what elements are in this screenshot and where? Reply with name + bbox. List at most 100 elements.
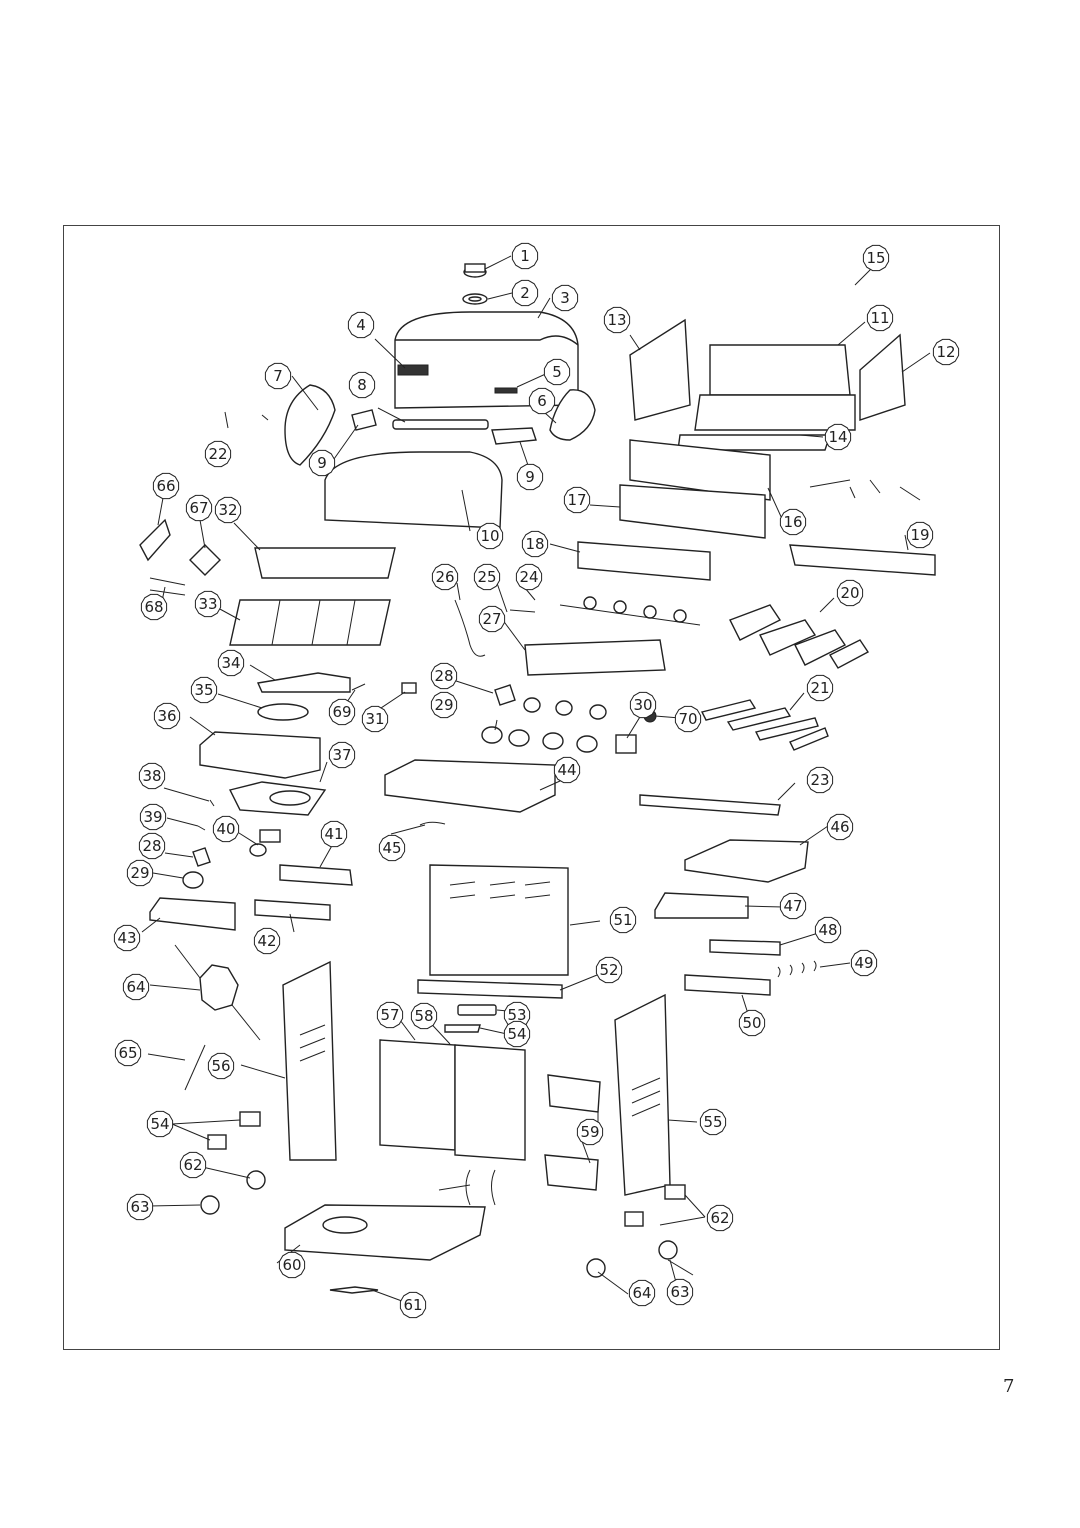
callout-number: 64 (126, 978, 145, 996)
callout-number: 69 (332, 703, 351, 721)
callout-57: 57 (376, 1001, 404, 1029)
callout-bubble (378, 834, 406, 862)
callout-number: 28 (434, 667, 453, 685)
callout-45: 45 (378, 834, 406, 862)
callout-bubble (473, 563, 501, 591)
callout-6: 6 (528, 387, 556, 415)
callout-number: 16 (783, 513, 802, 531)
callout-bubble (430, 691, 458, 719)
callout-bubble (515, 563, 543, 591)
callout-number: 9 (525, 468, 535, 486)
callout-22: 22 (204, 440, 232, 468)
callout-number: 44 (557, 761, 576, 779)
callout-63: 63 (126, 1193, 154, 1221)
callout-bubble (253, 927, 281, 955)
callout-bubble (563, 486, 591, 514)
callout-13: 13 (603, 306, 631, 334)
callout-62: 62 (706, 1204, 734, 1232)
callout-number: 9 (317, 454, 327, 472)
callout-bubble (217, 649, 245, 677)
callout-number: 8 (357, 376, 367, 394)
callout-bubble (214, 496, 242, 524)
callout-number: 59 (580, 1123, 599, 1141)
callout-2: 2 (511, 279, 539, 307)
callout-number: 29 (434, 696, 453, 714)
callout-3: 3 (551, 284, 579, 312)
callout-number: 21 (810, 679, 829, 697)
callout-47: 47 (779, 892, 807, 920)
callout-35: 35 (190, 676, 218, 704)
callout-8: 8 (348, 371, 376, 399)
callout-bubble (410, 1002, 438, 1030)
callout-bubble (779, 508, 807, 536)
callout-21: 21 (806, 674, 834, 702)
callout-number: 53 (507, 1006, 526, 1024)
callout-number: 70 (678, 710, 697, 728)
callout-41: 41 (320, 820, 348, 848)
callout-bubble (126, 859, 154, 887)
callout-number: 15 (866, 249, 885, 267)
callout-number: 2 (520, 284, 530, 302)
callout-number: 66 (156, 477, 175, 495)
callout-7: 7 (264, 362, 292, 390)
callout-bubble (348, 371, 376, 399)
callout-number: 39 (143, 808, 162, 826)
callout-bubble (779, 892, 807, 920)
callout-bubble (320, 820, 348, 848)
callout-28: 28 (138, 832, 166, 860)
callout-bubble (628, 1279, 656, 1307)
callout-19: 19 (906, 521, 934, 549)
callout-12: 12 (932, 338, 960, 366)
callout-number: 40 (216, 820, 235, 838)
callout-bubble (212, 815, 240, 843)
callout-27: 27 (478, 605, 506, 633)
callout-24: 24 (515, 563, 543, 591)
callout-number: 6 (537, 392, 547, 410)
callout-bubble (699, 1108, 727, 1136)
callout-bubble (814, 916, 842, 944)
callout-42: 42 (253, 927, 281, 955)
callout-bubble (906, 521, 934, 549)
callout-bubble (543, 358, 571, 386)
callout-bubble (138, 762, 166, 790)
callout-44: 44 (553, 756, 581, 784)
callout-bubble (113, 924, 141, 952)
callout-number: 30 (633, 696, 652, 714)
callout-number: 68 (144, 598, 163, 616)
callout-bubble (629, 691, 657, 719)
callout-bubble (521, 530, 549, 558)
callout-bubble (866, 304, 894, 332)
callout-bubble (207, 1052, 235, 1080)
callout-number: 55 (703, 1113, 722, 1131)
callout-25: 25 (473, 563, 501, 591)
callout-bubble (138, 832, 166, 860)
callout-number: 57 (380, 1006, 399, 1024)
callout-29: 29 (126, 859, 154, 887)
callout-49: 49 (850, 949, 878, 977)
callout-number: 7 (273, 367, 283, 385)
callout-number: 22 (208, 445, 227, 463)
callout-bubble (476, 522, 504, 550)
callout-number: 26 (435, 568, 454, 586)
callout-bubble (399, 1291, 427, 1319)
callout-bubble (431, 563, 459, 591)
callout-number: 41 (324, 825, 343, 843)
part-drawings (139, 263, 936, 1294)
callout-15: 15 (862, 244, 890, 272)
callout-37: 37 (328, 741, 356, 769)
callout-bubble (666, 1278, 694, 1306)
callout-bubble (806, 766, 834, 794)
callout-number: 49 (854, 954, 873, 972)
callout-69: 69 (328, 698, 356, 726)
callout-number: 12 (936, 343, 955, 361)
callout-number: 24 (519, 568, 538, 586)
callout-bubble (204, 440, 232, 468)
callout-18: 18 (521, 530, 549, 558)
callout-54: 54 (146, 1110, 174, 1138)
callout-number: 36 (157, 707, 176, 725)
callout-58: 58 (410, 1002, 438, 1030)
callout-bubble (430, 662, 458, 690)
callout-26: 26 (431, 563, 459, 591)
